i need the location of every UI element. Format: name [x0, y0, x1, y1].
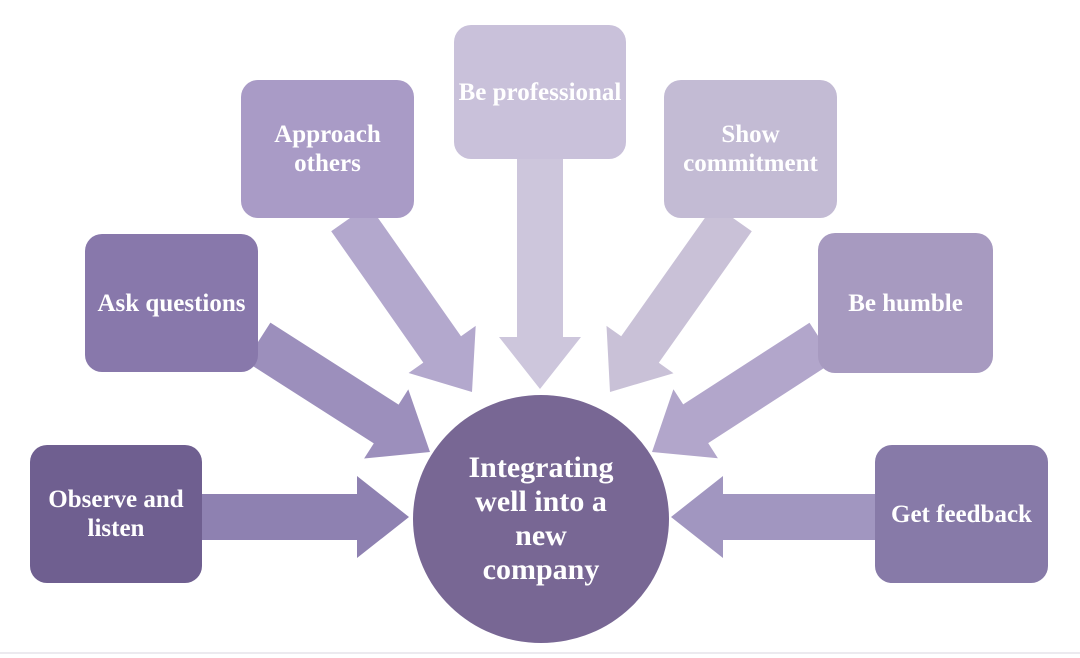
node-show-commitment: Show commitment: [664, 80, 837, 218]
be-humble-arrow: [652, 322, 835, 459]
get-feedback-arrow: [671, 476, 876, 558]
node-label: Be professional: [458, 78, 622, 106]
show-commitment-arrow: [606, 204, 752, 392]
node-be-professional: Be professional: [454, 25, 626, 159]
node-label: Be humble: [848, 289, 963, 317]
ask-questions-arrow: [245, 322, 430, 459]
node-observe-and-listen: Observe and listen: [30, 445, 202, 583]
bottom-edge-artifact: [0, 652, 1080, 654]
node-approach-others: Approach others: [241, 80, 414, 218]
node-get-feedback: Get feedback: [875, 445, 1048, 583]
node-label: Approach others: [274, 121, 381, 177]
node-label: Ask questions: [97, 289, 246, 317]
approach-others-arrow: [331, 204, 476, 392]
node-label: Observe and listen: [48, 486, 184, 542]
node-label: Show commitment: [683, 121, 818, 177]
node-label: Get feedback: [891, 500, 1032, 528]
observe-and-listen-arrow: [202, 476, 409, 558]
node-ask-questions: Ask questions: [85, 234, 258, 372]
be-professional-arrow: [499, 158, 581, 389]
node-be-humble: Be humble: [818, 233, 993, 373]
